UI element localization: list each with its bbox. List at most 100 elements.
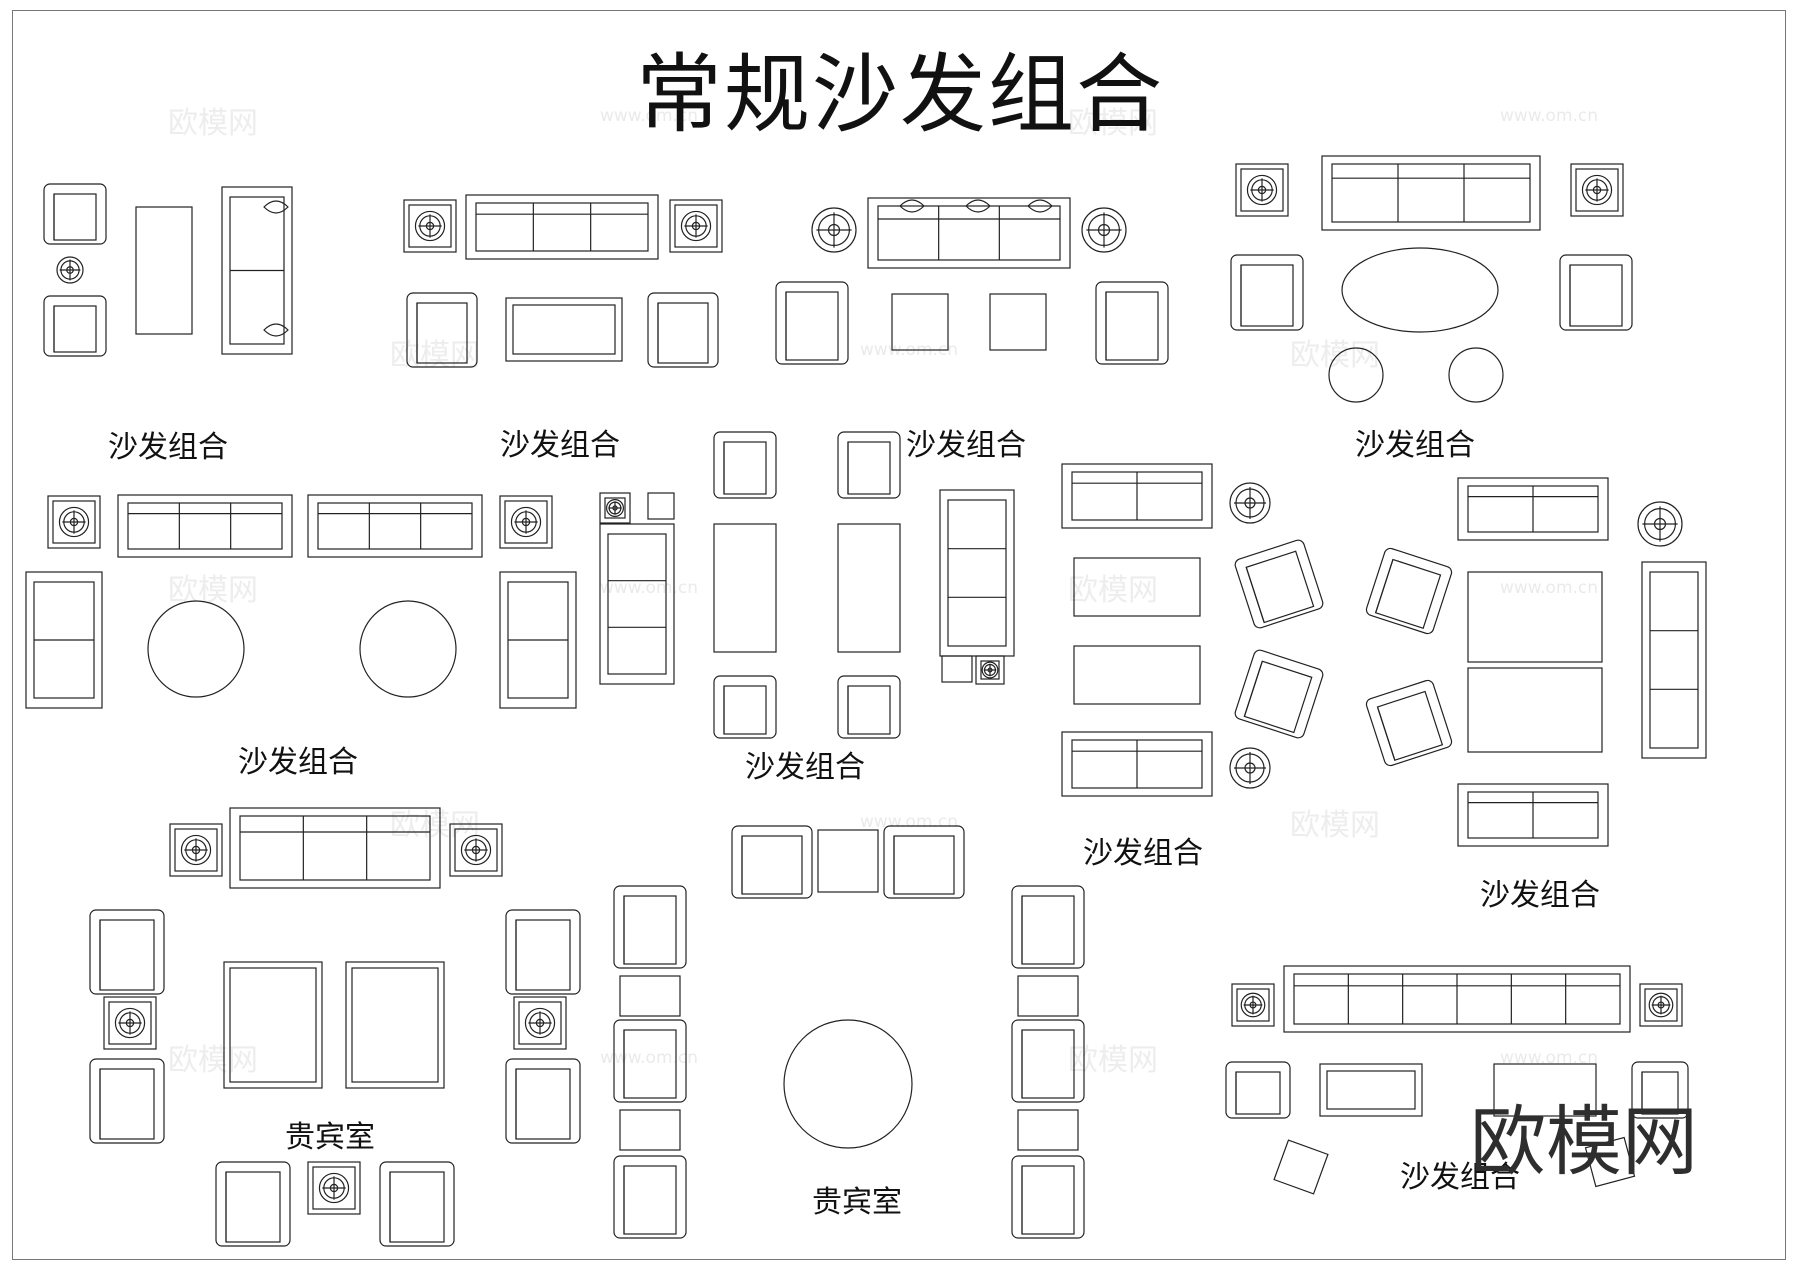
armchair-right xyxy=(647,292,719,368)
watermark-site: www.om.cn xyxy=(1500,578,1599,598)
watermark: 欧模网 xyxy=(1290,338,1380,373)
side-table xyxy=(669,199,723,253)
lamp-shade xyxy=(680,210,712,242)
watermark-site: www.om.cn xyxy=(1500,106,1599,126)
armchair-bottom-left xyxy=(713,675,777,739)
square-table xyxy=(817,829,879,893)
chair-frame xyxy=(1234,539,1324,629)
side-table xyxy=(1017,1109,1079,1151)
coffee-table xyxy=(1073,645,1201,705)
loveseat-top xyxy=(1457,477,1609,541)
cushion xyxy=(965,199,991,213)
side-table xyxy=(449,823,503,877)
lamp-shade xyxy=(605,499,624,518)
loveseat-top xyxy=(1061,463,1213,529)
long-sofa xyxy=(1321,155,1541,231)
sofa-frame xyxy=(117,494,293,558)
chair-frame xyxy=(883,825,965,899)
chair-frame xyxy=(775,281,849,365)
sofa-right xyxy=(221,186,293,355)
coffee-table xyxy=(135,206,193,335)
lamp-shade xyxy=(1648,992,1674,1018)
chair-frame xyxy=(379,1161,455,1247)
sofa-frame xyxy=(867,197,1071,269)
sofa-left xyxy=(599,523,675,685)
chair-frame xyxy=(837,675,901,739)
armchair-left xyxy=(1230,254,1304,331)
chair-frame xyxy=(1559,254,1633,331)
side-table xyxy=(599,492,631,524)
sofa-frame xyxy=(25,571,103,709)
armchair-left xyxy=(775,281,849,365)
chair-frame xyxy=(505,909,581,995)
group-label-8: 沙发组合 xyxy=(1480,878,1600,913)
side-table xyxy=(169,823,223,877)
lamp-shade xyxy=(460,834,492,866)
chair-frame xyxy=(43,295,107,357)
three-seat-sofa xyxy=(465,194,659,260)
sofa-left xyxy=(117,494,293,558)
chair-frame xyxy=(505,1058,581,1144)
armchair-left-bottom xyxy=(89,1058,165,1144)
armchair-left xyxy=(613,885,687,969)
lamp-shade xyxy=(510,506,542,538)
long-sofa xyxy=(1283,965,1631,1033)
lamp-shade xyxy=(811,207,857,253)
sofa-frame xyxy=(499,571,577,709)
side-table xyxy=(1235,163,1289,217)
side-table xyxy=(499,495,553,549)
chair-frame xyxy=(1011,885,1085,969)
vip-room-label-1: 贵宾室 xyxy=(285,1120,375,1155)
sofa-right xyxy=(307,494,483,558)
coffee-table xyxy=(1493,1063,1597,1117)
small-table xyxy=(647,492,675,520)
armchair-right-top xyxy=(505,909,581,995)
chair-frame xyxy=(1365,679,1453,767)
round-table xyxy=(359,600,457,698)
chair-frame xyxy=(713,431,777,499)
chair-frame xyxy=(1365,547,1453,635)
angled-armchair xyxy=(1365,679,1453,767)
lamp-shade xyxy=(180,834,212,866)
square-table xyxy=(891,293,949,351)
armchair-right-bottom xyxy=(505,1058,581,1144)
group-label-7: 沙发组合 xyxy=(1083,836,1203,871)
loveseat-bottom xyxy=(1061,731,1213,797)
coffee-table xyxy=(223,961,323,1089)
side-table xyxy=(1017,975,1079,1017)
sofa-frame xyxy=(1457,783,1609,847)
armchair-left xyxy=(613,1155,687,1239)
side-table xyxy=(975,655,1005,685)
watermark: 欧模网 xyxy=(1290,808,1380,843)
chair-frame xyxy=(89,1058,165,1144)
watermark-site: www.om.cn xyxy=(600,106,699,126)
armchair-left xyxy=(613,1019,687,1103)
lamp-shade xyxy=(56,256,84,284)
chair-frame xyxy=(613,1019,687,1103)
round-table xyxy=(783,1019,913,1149)
chair-frame xyxy=(1011,1019,1085,1103)
side-sofa-left xyxy=(25,571,103,709)
sofa-frame xyxy=(229,807,441,889)
chair-frame xyxy=(713,675,777,739)
page-title: 常规沙发组合 xyxy=(636,45,1164,145)
drawing-frame xyxy=(12,10,1786,1260)
chair-frame xyxy=(647,292,719,368)
coffee-table xyxy=(1319,1063,1423,1117)
oval-table xyxy=(1341,247,1499,333)
sofa-frame xyxy=(221,186,293,355)
round-table xyxy=(147,600,245,698)
armchair-left-top xyxy=(89,909,165,995)
watermark: 欧模网 xyxy=(1068,573,1158,608)
group-label-1: 沙发组合 xyxy=(108,430,228,465)
loveseat-bottom xyxy=(1457,783,1609,847)
armchair-right xyxy=(1095,281,1169,365)
sofa-frame xyxy=(1641,561,1707,759)
armchair-bottom-right xyxy=(379,1161,455,1247)
chair-frame xyxy=(43,183,107,245)
round-chair xyxy=(1328,347,1384,403)
sofa-frame xyxy=(1061,463,1213,529)
chair-frame xyxy=(1631,1061,1689,1119)
lamp-shade xyxy=(981,661,999,679)
chair-frame xyxy=(613,1155,687,1239)
